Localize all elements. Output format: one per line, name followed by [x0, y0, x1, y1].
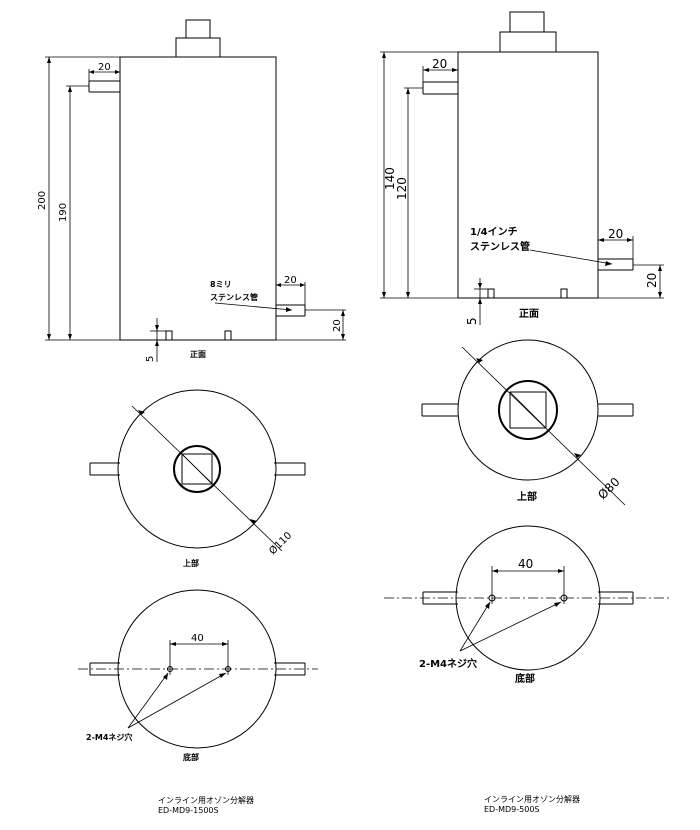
right-top-circle [457, 339, 599, 481]
left-top-view-label: 上部 [183, 558, 199, 568]
right-front-view-label: 正面 [519, 308, 539, 320]
right-pipe-label-2: ステンレス管 [470, 240, 530, 253]
right-top-cap [499, 31, 557, 53]
left-front-view: 20 200 190 20 20 8ミリ ステンレス管 [37, 19, 346, 362]
left-bottom-view: 40 2-M4ネジ穴 底部 [78, 589, 318, 762]
left-dim-feet: 5 [145, 356, 156, 362]
left-top-inner-circle [173, 445, 221, 493]
right-holes-label: 2-M4ネジ穴 [419, 657, 477, 670]
left-front-view-label: 正面 [190, 350, 206, 359]
left-dim-pipe-height: 20 [332, 319, 343, 332]
left-caption-line1: インライン用オゾン分解器 [158, 795, 254, 805]
left-bottom-hole-spacing: 40 [191, 633, 204, 644]
left-caption-line2: ED-MD9-1500S [158, 806, 219, 815]
left-top-diameter: Ø110 [267, 530, 295, 558]
right-top-fitting [509, 11, 545, 33]
right-dim-pipe-height: 20 [645, 273, 659, 288]
right-bottom-view: 40 2-M4ネジ穴 底部 [384, 525, 672, 685]
right-body [457, 51, 599, 299]
right-dim-pipe-top: 20 [432, 57, 447, 71]
left-dim-inner-height: 190 [58, 203, 69, 222]
left-top-fitting [185, 19, 211, 39]
left-bottom-view-label: 底部 [182, 752, 199, 762]
right-top-view-label: 上部 [517, 490, 537, 503]
left-pipe-label-1: 8ミリ [210, 280, 232, 289]
left-dim-total-height: 200 [37, 191, 48, 210]
right-top-diameter: Ø80 [595, 475, 622, 502]
left-feet [165, 330, 232, 340]
right-bottom-hole-spacing: 40 [518, 557, 533, 571]
right-front-view: 20 140 120 20 20 1/4インチ ステンレス管 [380, 11, 664, 325]
left-top-view: Ø110 上部 [89, 389, 306, 568]
right-dim-total-height: 140 [383, 167, 397, 190]
right-top-inner-circle [498, 380, 558, 440]
right-dim-inner-height: 120 [395, 177, 409, 200]
right-dim-pipe-side: 20 [608, 227, 623, 241]
right-bottom-view-label: 底部 [515, 672, 535, 685]
right-caption-line1: インライン用オゾン分解器 [484, 794, 580, 804]
left-holes-label: 2-M4ネジ穴 [86, 732, 132, 742]
right-caption-line2: ED-MD9-500S [484, 805, 540, 814]
left-top-circle [117, 389, 277, 549]
right-dim-feet: 5 [465, 317, 479, 325]
left-pipe-label-2: ステンレス管 [210, 292, 258, 302]
left-top-cap [175, 37, 221, 58]
right-feet [487, 288, 568, 298]
right-top-view: Ø80 上部 [421, 339, 634, 506]
right-pipe-label-1: 1/4インチ [470, 226, 518, 238]
left-dim-pipe-top: 20 [98, 62, 111, 73]
left-dim-pipe-side: 20 [284, 275, 297, 286]
